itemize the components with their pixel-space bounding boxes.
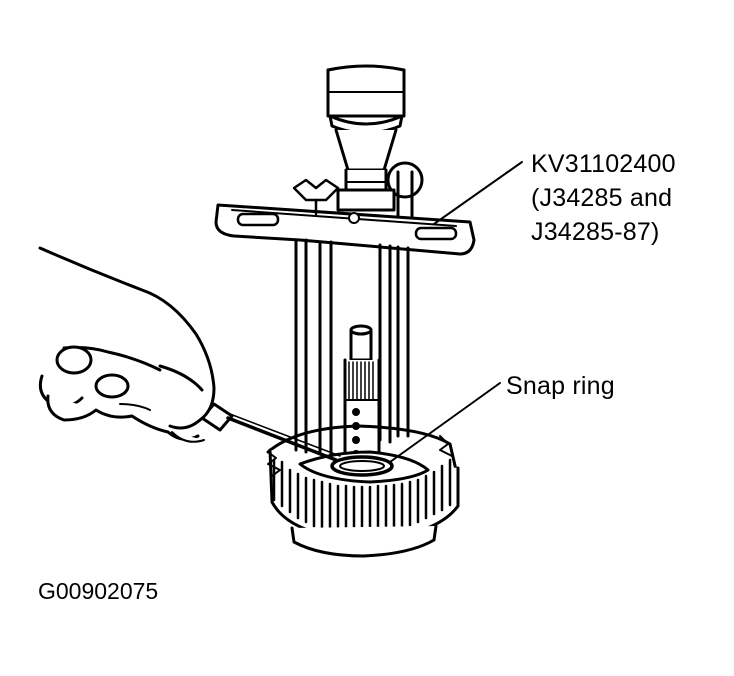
figure-id: G00902075 — [38, 578, 159, 604]
tool-alt-number-2: J34285-87) — [531, 218, 660, 246]
crossbar-tool — [216, 180, 474, 254]
tool-leader-line — [434, 162, 522, 224]
guide-rods — [296, 240, 408, 458]
press-ram — [328, 66, 404, 196]
tool-alt-number-1: (J34285 and — [531, 184, 673, 212]
snap-ring-leader-line — [390, 383, 500, 462]
tool-part-number: KV31102400 — [531, 150, 676, 178]
tool-callout-label: KV31102400 (J34285 and J34285-87) — [531, 147, 676, 249]
clutch-drum — [268, 426, 458, 556]
hold-down-screw — [388, 163, 422, 218]
hand — [40, 248, 214, 442]
snap-ring-callout-label: Snap ring — [506, 372, 615, 400]
shaft-adapter — [345, 326, 379, 470]
